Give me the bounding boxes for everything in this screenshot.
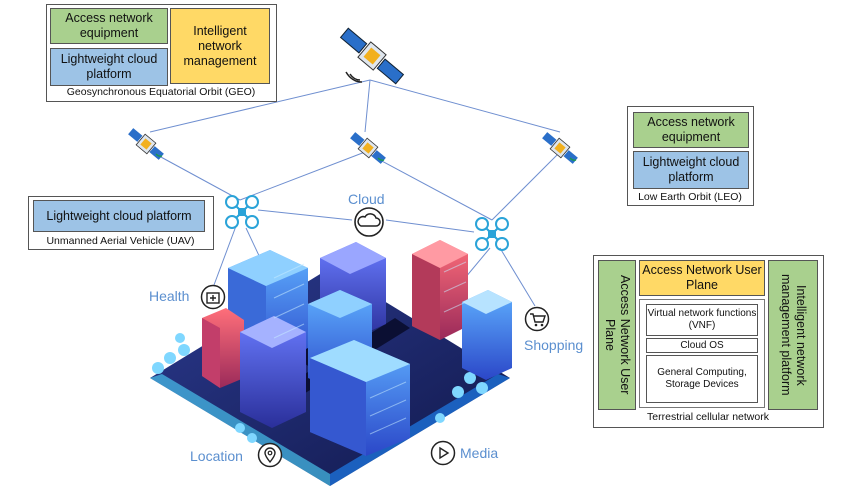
satellite-icon	[339, 27, 405, 85]
location-pin-icon	[257, 442, 283, 468]
service-shopping-label: Shopping	[524, 337, 584, 353]
service-health-label: Health	[149, 288, 190, 304]
geo-access-network-equipment: Access network equipment	[50, 8, 168, 44]
terrestrial-caption: Terrestrial cellular network	[647, 411, 769, 423]
leo-caption: Low Earth Orbit (LEO)	[638, 191, 742, 203]
service-cloud-label: Cloud	[348, 191, 385, 207]
terrestrial-access-network-user-plane-vertical: Access Network User Plane	[598, 260, 636, 410]
city-illustration	[150, 240, 512, 486]
terrestrial-access-network-user-plane: Access Network User Plane	[639, 260, 765, 296]
leo-access-network-equipment: Access network equipment	[633, 112, 749, 148]
terrestrial-vnf: Virtual network functions (VNF)	[646, 304, 758, 336]
geo-intelligent-network-management: Intelligent network management	[170, 8, 270, 84]
service-location-label: Location	[190, 448, 243, 464]
health-kit-icon	[200, 284, 226, 310]
uav-lightweight-cloud-platform: Lightweight cloud platform	[33, 200, 205, 232]
drone-icon	[475, 217, 509, 251]
satellite-icon	[350, 132, 386, 164]
drone-icon	[225, 195, 259, 229]
satellite-icon	[542, 132, 578, 164]
terrestrial-computing-storage: General Computing, Storage Devices	[646, 355, 758, 403]
shopping-cart-icon	[524, 306, 550, 332]
geo-caption: Geosynchronous Equatorial Orbit (GEO)	[66, 86, 256, 98]
cloud-icon	[354, 207, 384, 237]
terrestrial-intelligent-network-management-platform: Intelligent network management platform	[768, 260, 818, 410]
uav-caption: Unmanned Aerial Vehicle (UAV)	[46, 235, 195, 247]
play-icon	[430, 440, 456, 466]
leo-lightweight-cloud-platform: Lightweight cloud platform	[633, 151, 749, 189]
service-media-label: Media	[460, 445, 499, 461]
terrestrial-cloud-os: Cloud OS	[646, 338, 758, 353]
satellite-icon	[128, 128, 164, 160]
geo-lightweight-cloud-platform: Lightweight cloud platform	[50, 48, 168, 86]
